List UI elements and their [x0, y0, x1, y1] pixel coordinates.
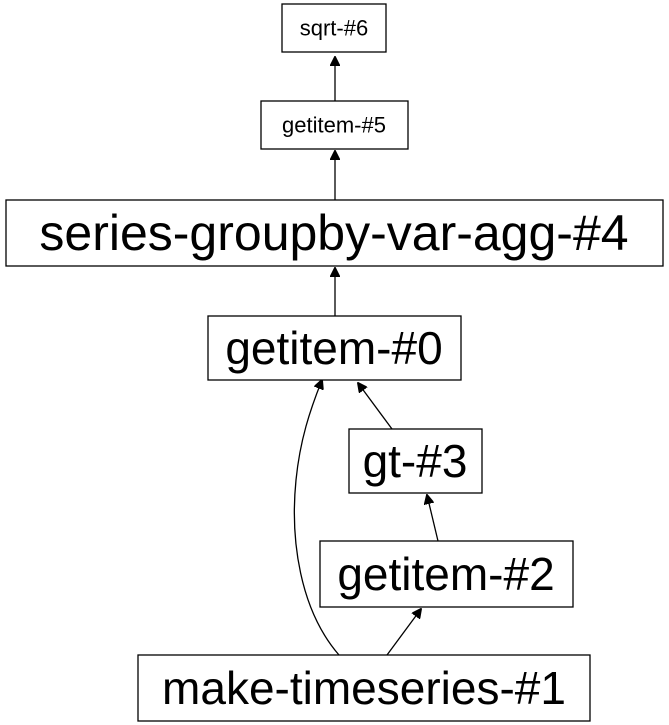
edge-gt3-to-getitem0 [358, 383, 393, 430]
nodes: sqrt-#6 getitem-#5 series-groupby-var-ag… [5, 3, 664, 722]
node-label: make-timeseries-#1 [162, 662, 566, 714]
node-sqrt-6: sqrt-#6 [281, 3, 387, 53]
node-label: getitem-#5 [282, 113, 386, 138]
node-gt-3: gt-#3 [348, 428, 483, 494]
node-series-groupby-var-agg-4: series-groupby-var-agg-#4 [5, 199, 664, 267]
node-label: series-groupby-var-agg-#4 [39, 205, 628, 261]
node-make-timeseries-1: make-timeseries-#1 [137, 654, 591, 722]
node-label: getitem-#2 [337, 548, 554, 600]
node-getitem-0: getitem-#0 [207, 315, 462, 381]
node-getitem-5: getitem-#5 [260, 100, 409, 150]
edge-getitem2-to-gt3 [427, 495, 439, 542]
edge-maketimeseries1-to-getitem0 [293, 380, 340, 656]
edge-maketimeseries1-to-getitem2 [386, 609, 421, 656]
node-getitem-2: getitem-#2 [319, 540, 574, 608]
node-label: sqrt-#6 [300, 16, 368, 41]
edges [293, 57, 439, 656]
node-label: gt-#3 [363, 435, 468, 487]
node-label: getitem-#0 [225, 322, 442, 374]
